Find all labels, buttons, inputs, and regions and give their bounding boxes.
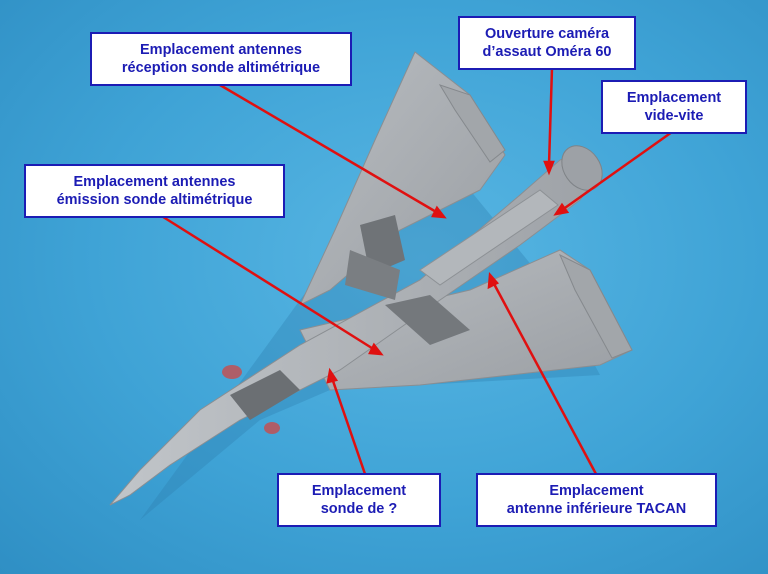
arrow-reception	[219, 83, 439, 215]
label-line: Emplacement antennes	[140, 42, 302, 58]
label-tacan-antenna: Emplacement antenne inférieure TACAN	[476, 473, 717, 527]
gear-bay-3	[230, 370, 300, 420]
arrow-tacan	[491, 281, 598, 475]
label-reception-antennas: Emplacement antennes réception sonde alt…	[90, 32, 352, 86]
label-omera-camera: Ouverture caméra d’assaut Oméra 60	[458, 16, 636, 70]
label-line: vide-vite	[644, 108, 704, 124]
ventral-fairing	[419, 189, 559, 286]
red-marking-1	[222, 365, 242, 379]
arrow-vide-vite	[561, 130, 673, 212]
engine-nozzle	[561, 145, 603, 191]
arrow-emission	[159, 213, 376, 352]
label-line: Emplacement	[311, 483, 407, 499]
label-line: réception sonde altimétrique	[121, 60, 321, 76]
label-line: d’assaut Oméra 60	[482, 44, 612, 60]
label-line: Emplacement	[626, 90, 722, 106]
label-line: Emplacement antennes	[73, 174, 236, 190]
arrow-omera	[547, 67, 554, 166]
label-line: émission sonde altimétrique	[56, 192, 253, 208]
label-vide-vite: Emplacement vide-vite	[601, 80, 747, 134]
left-elevon	[438, 84, 506, 163]
gear-bay-4	[345, 250, 400, 300]
arrow-sonde	[330, 377, 367, 475]
right-elevon	[559, 253, 633, 359]
gear-bay-2	[385, 295, 470, 345]
label-emission-antennas: Emplacement antennes émission sonde alti…	[24, 164, 285, 218]
label-line: Emplacement	[549, 483, 644, 499]
label-probe: Emplacement sonde de ?	[277, 473, 441, 527]
red-marking-2	[264, 422, 280, 434]
label-line: antenne inférieure TACAN	[506, 501, 687, 517]
label-line: Ouverture caméra	[484, 26, 610, 42]
label-line: sonde de ?	[320, 501, 398, 517]
